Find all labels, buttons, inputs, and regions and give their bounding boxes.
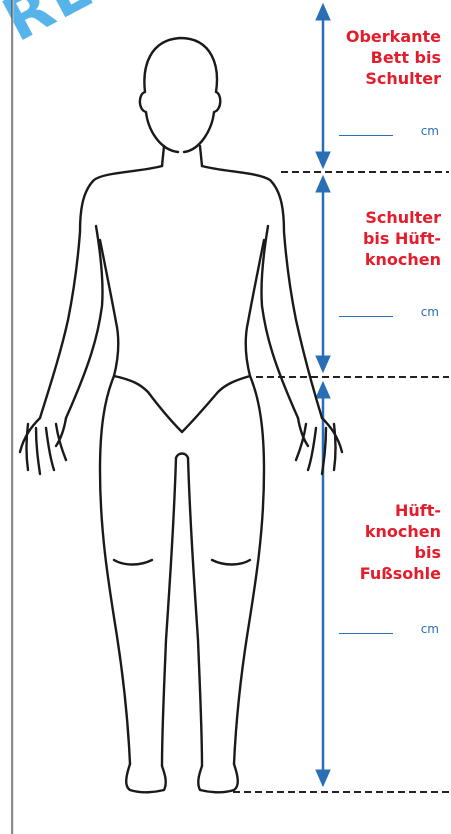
label-line: bis [360,542,441,563]
unit-label: cm [421,622,439,636]
left-leg-inner [162,458,176,766]
measure-field-bed-to-shoulder[interactable]: cm [339,124,439,138]
right-arm-inner [261,226,298,418]
measure-field-hip-to-sole[interactable]: cm [339,622,439,636]
neck-left [162,146,164,166]
label-line: Schulter [363,207,441,228]
unit-label: cm [421,305,439,319]
label-line: bis Hüft- [363,228,441,249]
input-line [339,135,393,136]
label-line: Schulter [346,68,441,89]
label-line: Oberkante [346,26,441,47]
right-knee [212,560,250,565]
briefs-line [114,376,250,432]
measure-field-shoulder-to-hip[interactable]: cm [339,305,439,319]
crotch [176,454,188,459]
label-bed-to-shoulder: Oberkante Bett bis Schulter [346,26,441,89]
body-outline [20,38,342,792]
label-shoulder-to-hip: Schulter bis Hüft- knochen [363,207,441,270]
arrow-bed-to-shoulder [316,4,330,168]
label-line: Fußsohle [360,563,441,584]
left-arm-outer [40,166,162,418]
unit-label: cm [421,124,439,138]
label-line: knochen [360,521,441,542]
left-arm-inner [66,226,103,418]
left-knee [114,560,152,565]
label-hip-to-sole: Hüft- knochen bis Fußsohle [360,500,441,584]
label-line: Hüft- [360,500,441,521]
right-hand [296,418,342,474]
head [140,38,220,152]
label-line: knochen [363,249,441,270]
arrow-shoulder-to-hip [316,176,330,372]
left-foot [126,764,165,792]
right-foot [198,764,237,792]
input-line [339,633,393,634]
right-leg-outer [234,376,264,764]
right-leg-inner [188,458,202,766]
left-leg-outer [100,376,130,764]
input-line [339,316,393,317]
label-line: Bett bis [346,47,441,68]
arrow-hip-to-sole [316,382,330,786]
neck-right [200,146,202,166]
left-hand [20,418,66,474]
